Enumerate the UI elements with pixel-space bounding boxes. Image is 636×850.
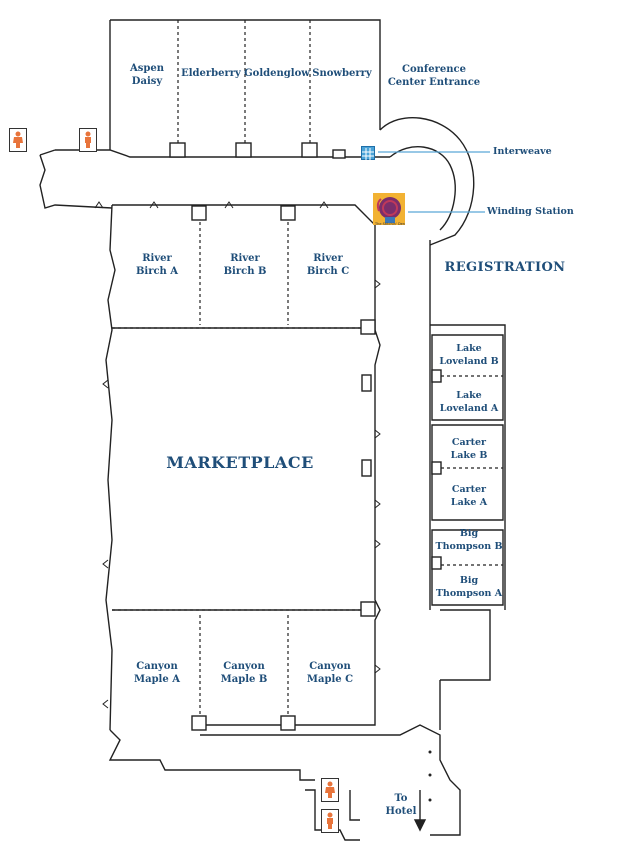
room-river-birch-c[interactable]: River Birch C (306, 253, 350, 277)
room-canyon-maple-b[interactable]: Canyon Maple B (220, 661, 268, 685)
room-snowberry[interactable]: Snowberry (312, 68, 372, 79)
conference-center-entrance-label: Conference Center Entrance (387, 64, 481, 88)
interweave-grid-icon[interactable] (361, 146, 375, 160)
restroom-icon (9, 128, 27, 152)
room-lake-loveland-a[interactable]: Lake Loveland A (439, 390, 499, 414)
room-marketplace[interactable]: MARKETPLACE (166, 453, 314, 472)
room-goldenglow[interactable]: Goldenglow (244, 68, 310, 79)
room-river-birch-b[interactable]: River Birch B (223, 253, 267, 277)
room-big-thompson-b[interactable]: Big Thompson B (435, 528, 503, 552)
restroom-icon (321, 809, 339, 833)
room-river-birch-a[interactable]: River Birch A (135, 253, 179, 277)
restroom-icon (321, 778, 339, 802)
interweave-label: Interweave (493, 146, 552, 157)
winding-station-label: Winding Station (487, 206, 574, 217)
room-big-thompson-a[interactable]: Big Thompson A (435, 575, 503, 599)
yarn-logo-icon[interactable] (373, 193, 405, 225)
room-aspen-daisy[interactable]: Aspen Daisy (129, 63, 164, 87)
room-canyon-maple-c[interactable]: Canyon Maple C (306, 661, 354, 685)
room-elderberry[interactable]: Elderberry (181, 68, 241, 79)
to-hotel-label[interactable]: To Hotel (385, 793, 417, 817)
room-lake-loveland-b[interactable]: Lake Loveland B (439, 343, 499, 367)
room-canyon-maple-a[interactable]: Canyon Maple A (134, 661, 180, 685)
restroom-icon (79, 128, 97, 152)
registration-label: REGISTRATION (444, 260, 566, 275)
room-carter-lake-b[interactable]: Carter Lake B (450, 437, 488, 461)
room-carter-lake-a[interactable]: Carter Lake A (450, 484, 488, 508)
logo-caption: The Stitchin' Den (374, 222, 406, 226)
